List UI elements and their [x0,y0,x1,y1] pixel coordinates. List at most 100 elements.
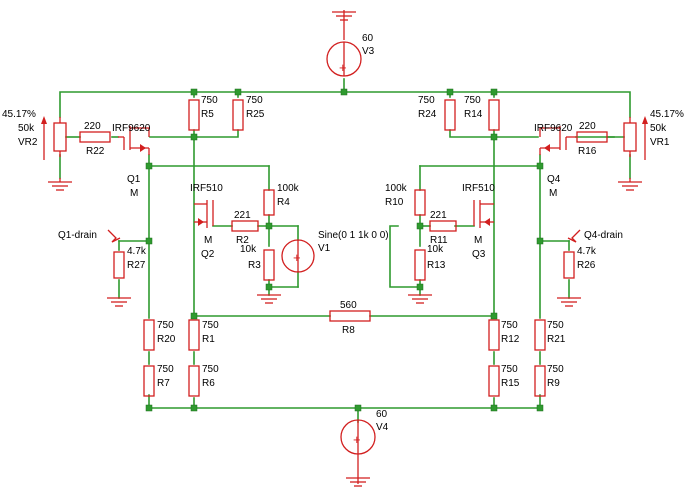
ground-r27 [107,297,131,307]
r11-name: R11 [430,235,448,246]
svg-text:+: + [339,60,347,75]
r27-value: 4.7k [127,246,147,257]
vr2-percent: 45.17% [2,109,36,120]
potentiometer-vr2: 45.17% 50k VR2 [2,109,72,191]
r1-name: R1 [202,334,215,345]
v3-value: 60 [362,33,374,44]
q2-model: IRF510 [190,183,223,194]
q1-m: M [130,188,138,199]
r3-name: R3 [248,260,261,271]
r7-value: 750 [157,364,174,375]
r8-value: 560 [340,300,357,311]
r12-value: 750 [501,320,518,331]
ground-r13 [408,294,432,304]
wires [59,78,631,423]
q1-drain-label: Q1-drain [58,230,97,241]
r21-value: 750 [547,320,564,331]
q4-model: IRF9620 [534,123,573,134]
ground-r3 [257,294,281,304]
q3-name: Q3 [472,249,486,260]
r2-name: R2 [236,235,249,246]
resistor-r20: 750 R20 [143,319,176,351]
r13-name: R13 [427,260,446,271]
r10-value: 100k [385,183,408,194]
mosfet-q3: IRF510 M Q3 [462,183,495,260]
r6-value: 750 [202,364,219,375]
v1-name: V1 [318,243,331,254]
q1-model: IRF9620 [112,123,151,134]
q4-drain-label: Q4-drain [584,230,623,241]
r21-name: R21 [547,334,566,345]
mosfet-q2: IRF510 M Q2 [190,183,223,260]
junctions [145,88,544,412]
resistor-r6: 750 R6 [188,364,219,397]
resistor-r12: 750 R12 [488,319,520,351]
svg-text:+: + [353,432,361,447]
r6-name: R6 [202,378,215,389]
r16-value: 220 [579,121,596,132]
probe-q1-drain: Q1-drain [58,229,121,243]
r22-value: 220 [84,121,101,132]
vr1-value: 50k [650,123,667,134]
q2-m: M [204,235,212,246]
resistor-r5: 750 R5 [188,95,218,131]
probe-q4-drain: Q4-drain [567,229,623,243]
q4-m: M [549,188,557,199]
vr2-value: 50k [18,123,35,134]
resistor-r24: 750 R24 [418,95,456,131]
r14-name: R14 [464,109,483,120]
vr2-name: VR2 [18,137,38,148]
q4-name: Q4 [547,174,561,185]
resistor-r15: 750 R15 [488,364,520,397]
r8-name: R8 [342,325,355,336]
resistor-r25: 750 R25 [232,95,265,131]
resistor-r16: 220 R16 [576,121,608,157]
r7-name: R7 [157,378,170,389]
ground-r26 [557,297,581,307]
r27-name: R27 [127,260,146,271]
q1-name: Q1 [127,174,141,185]
r14-value: 750 [464,95,481,106]
r20-value: 750 [157,320,174,331]
v4-value: 60 [376,409,388,420]
v4-name: V4 [376,422,389,433]
ground-symbols [107,294,581,307]
r16-name: R16 [578,146,597,157]
source-v3: + 60 V3 [326,10,375,77]
r5-value: 750 [201,95,218,106]
r1-value: 750 [202,320,219,331]
vr1-name: VR1 [650,137,670,148]
resistor-r10: 100k R10 [385,183,426,216]
mosfet-q1: IRF9620 Q1 M [112,123,151,199]
r22-name: R22 [86,146,105,157]
r26-name: R26 [577,260,596,271]
resistor-r2: 221 R2 [231,210,259,246]
r3-value: 10k [240,244,257,255]
q2-name: Q2 [201,249,215,260]
r25-name: R25 [246,109,265,120]
vr1-percent: 45.17% [650,109,684,120]
r11-value: 221 [430,210,447,221]
resistor-r11: 221 R11 [429,210,457,246]
r9-name: R9 [547,378,560,389]
resistor-r3: 10k R3 [240,244,275,281]
r10-name: R10 [385,197,404,208]
r15-value: 750 [501,364,518,375]
r12-name: R12 [501,334,520,345]
r24-name: R24 [418,109,437,120]
r26-value: 4.7k [577,246,597,257]
resistor-r7: 750 R7 [143,364,174,397]
resistor-r26: 4.7k R26 [563,246,597,279]
q3-model: IRF510 [462,183,495,194]
resistor-r13: 10k R13 [414,244,446,281]
r9-value: 750 [547,364,564,375]
resistor-r4: 100k R4 [263,183,300,216]
resistor-r8: 560 R8 [329,300,371,336]
source-v4: + 60 V4 [340,409,389,487]
resistor-r9: 750 R9 [534,364,564,397]
q3-m: M [474,235,482,246]
r25-value: 750 [246,95,263,106]
resistor-r22: 220 R22 [79,121,111,157]
resistor-r1: 750 R1 [188,319,219,351]
